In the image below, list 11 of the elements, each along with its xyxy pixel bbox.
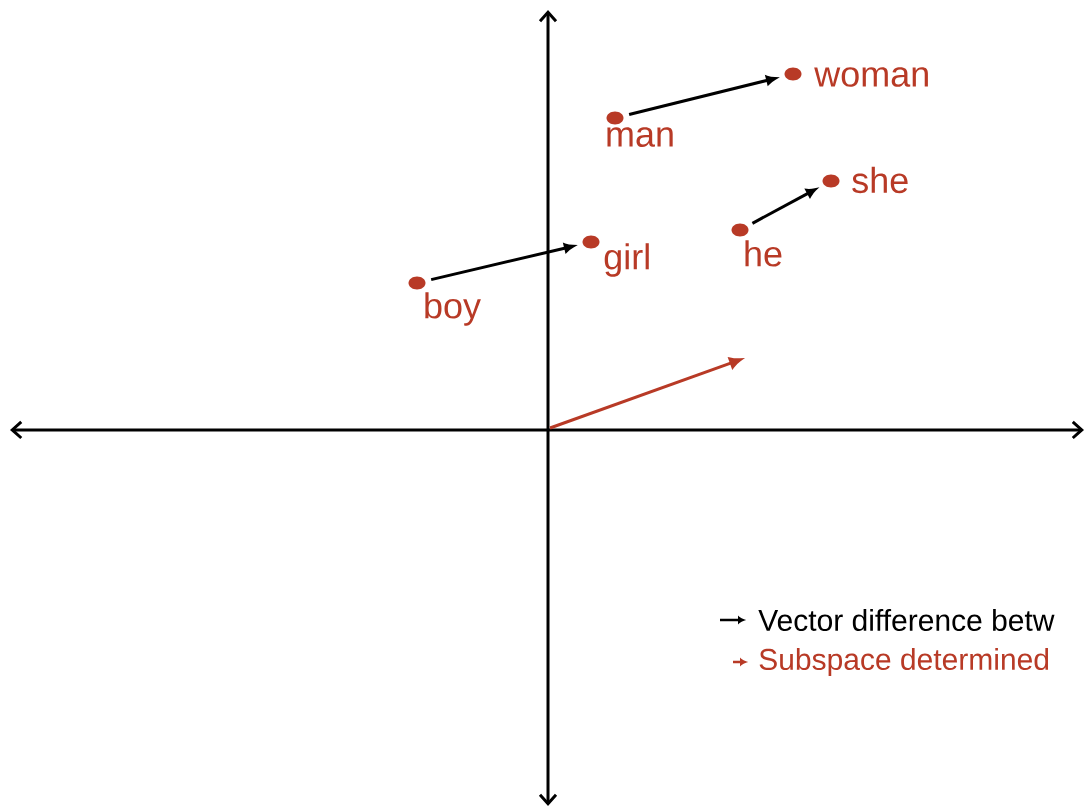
word-label: woman [814, 67, 928, 87]
arrow [751, 188, 817, 225]
word-label: girl [604, 243, 649, 277]
legend-text: Vector difference betw [758, 609, 1055, 631]
word-label: man [607, 127, 673, 147]
arrow [430, 243, 575, 282]
arrow [628, 75, 777, 116]
word-label: boy [425, 292, 481, 326]
legend-text: Subspace determined [759, 648, 1049, 676]
word-label: she [852, 166, 908, 194]
word-label: he [745, 240, 782, 267]
